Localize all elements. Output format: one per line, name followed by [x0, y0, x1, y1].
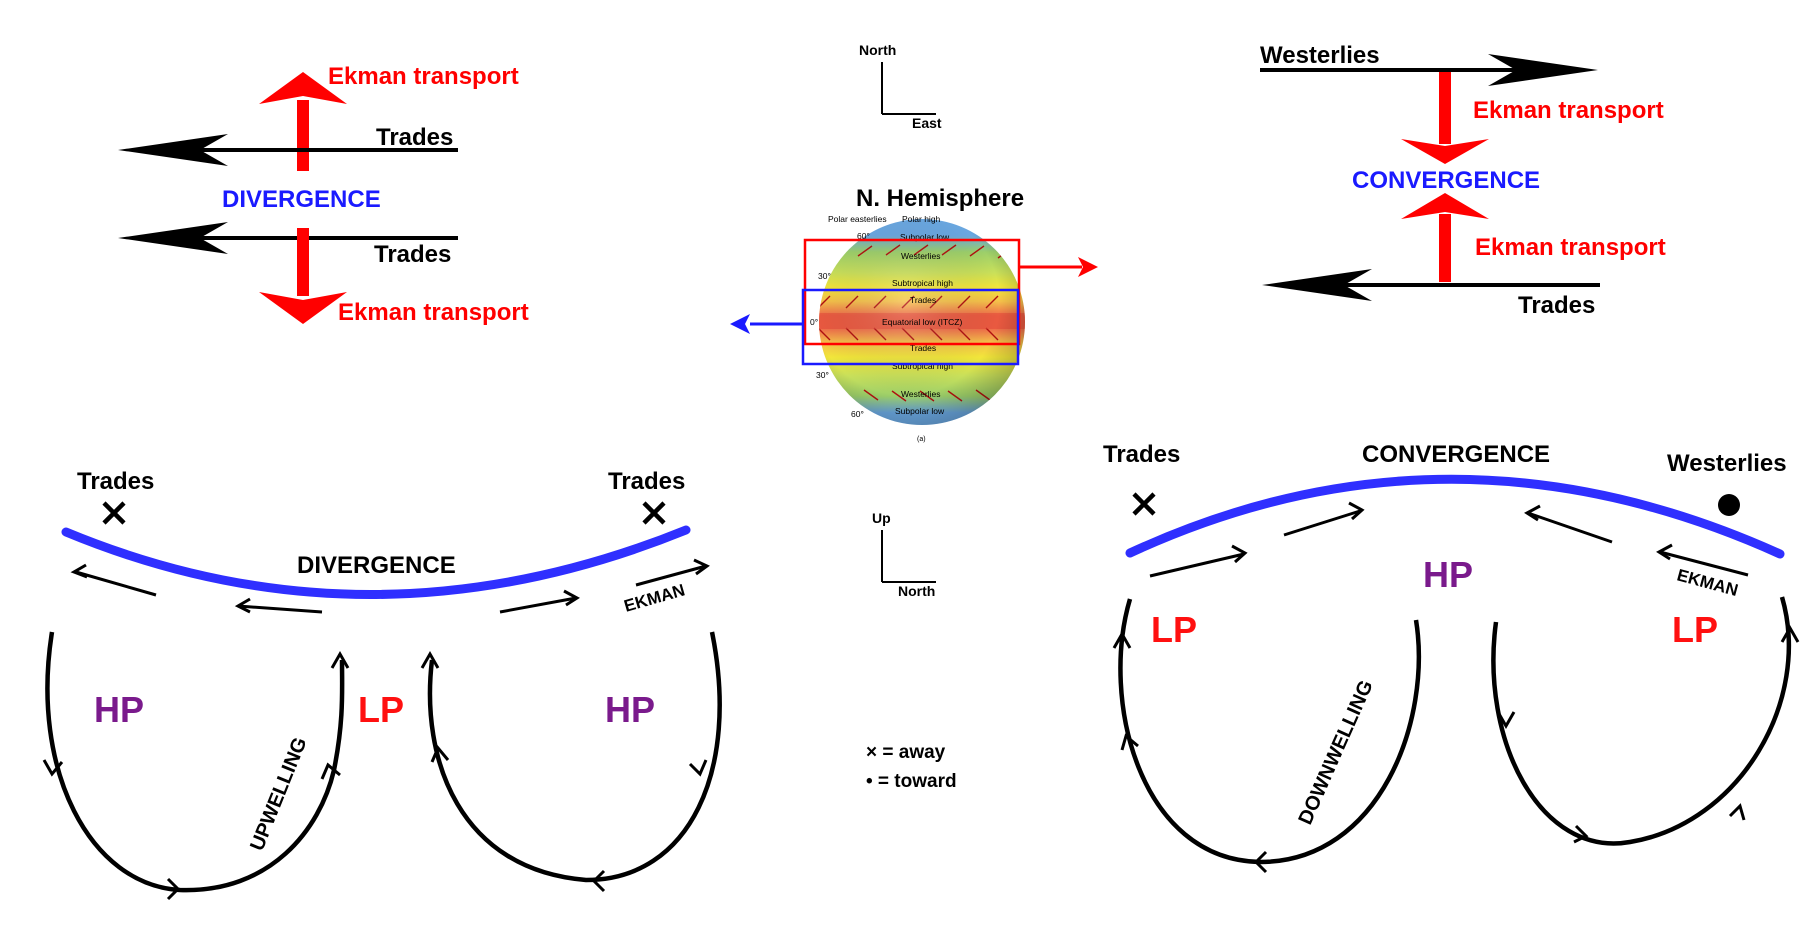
axis-north-label: North — [859, 42, 896, 58]
ekman-up-arrowhead — [259, 72, 347, 104]
bottom-left-upwelling-panel: Trades Trades DIVERGENCE EKMAN — [42, 468, 722, 901]
trades-label-bl-left: Trades — [77, 468, 154, 495]
ekman-up-shaft-right — [1439, 214, 1451, 282]
globe-westerlies-s: Westerlies — [901, 389, 941, 399]
trades-label-right: Trades — [1518, 292, 1595, 319]
up-north-axes: Up North — [872, 510, 936, 599]
sea-surface-convergence — [1125, 474, 1785, 559]
globe: Polar easterlies Polar high Subpolar low… — [730, 214, 1098, 443]
downwelling-left-loop — [1118, 598, 1422, 865]
globe-lat-0: 0° — [810, 317, 818, 327]
globe-lat-60n: 60° — [857, 231, 870, 241]
trades-label-bl-right: Trades — [608, 468, 685, 495]
lp-label-br-left: LP — [1151, 609, 1197, 650]
trades-arrowhead-right — [1262, 269, 1372, 301]
surface-ekman-arrows-left — [75, 564, 707, 614]
divergence-label-bottom: DIVERGENCE — [297, 552, 456, 579]
hp-label-bl-right: HP — [605, 689, 655, 730]
ekman-down-arrow-shaft — [297, 228, 309, 296]
surface-ekman-arrows-right — [1149, 509, 1749, 578]
ekman-down-arrowhead-right — [1401, 139, 1489, 164]
toward-marker-br — [1718, 494, 1740, 516]
globe-lat-30n: 30° — [818, 271, 831, 281]
hp-label-br: HP — [1423, 554, 1473, 595]
away-marker-br — [1132, 492, 1156, 516]
globe-subpolar-low-s: Subpolar low — [895, 406, 945, 416]
hp-label-bl-left: HP — [94, 689, 144, 730]
lp-label-br-right: LP — [1672, 609, 1718, 650]
trades-label-bottom: Trades — [374, 241, 451, 268]
trades-label-br: Trades — [1103, 441, 1180, 468]
north-east-axes: North East — [859, 42, 942, 131]
ekman-down-arrowhead — [259, 292, 347, 324]
globe-caption: (a) — [917, 436, 926, 443]
axis-east-label: East — [912, 115, 942, 131]
downwelling-label: DOWNWELLING — [1294, 677, 1377, 828]
globe-divergence-box — [801, 288, 1020, 366]
downwelling-right-loop — [1491, 596, 1792, 846]
globe-subpolar-low-n: Subpolar low — [900, 232, 950, 242]
westerlies-label-br: Westerlies — [1667, 450, 1787, 477]
westerlies-arrowhead — [1488, 54, 1598, 86]
globe-subtropical-high-s: Subtropical high — [892, 361, 953, 371]
globe-polar-easterlies: Polar easterlies — [828, 214, 887, 224]
globe-polar-high: Polar high — [902, 214, 941, 224]
ekman-transport-label-right-bottom: Ekman transport — [1475, 234, 1666, 261]
loop-direction-arrows-right — [1112, 624, 1800, 874]
ekman-transport-label-right-top: Ekman transport — [1473, 97, 1664, 124]
globe-lat-30s: 30° — [816, 370, 829, 380]
top-right-convergence-panel: Westerlies Ekman transport CONVERGENCE E… — [1260, 42, 1666, 319]
trades-arrowhead-top — [118, 134, 228, 166]
ekman-transport-label-top: Ekman transport — [328, 63, 519, 90]
left-circulation-loop — [45, 631, 345, 893]
divergence-label: DIVERGENCE — [222, 186, 381, 213]
globe-lat-60s: 60° — [851, 409, 864, 419]
globe-westerlies-n: Westerlies — [901, 251, 941, 261]
globe-subtropical-high-n: Subtropical high — [892, 278, 953, 288]
trades-label-top: Trades — [376, 124, 453, 151]
westerlies-label-top: Westerlies — [1260, 42, 1380, 69]
ekman-transport-label-bottom: Ekman transport — [338, 299, 529, 326]
axis-north-label-bottom: North — [898, 583, 935, 599]
symbol-legend: × = away • = toward — [866, 742, 957, 792]
ekman-up-arrow-shaft — [297, 100, 309, 171]
lp-label-bl: LP — [358, 689, 404, 730]
ekman-label-bottom-left: EKMAN — [622, 580, 687, 615]
axis-up-label: Up — [872, 510, 891, 526]
loop-direction-arrows-left — [42, 650, 708, 901]
away-marker-bl-right — [642, 501, 666, 525]
legend-away: × = away — [866, 742, 946, 763]
bottom-right-downwelling-panel: Trades CONVERGENCE Westerlies EKMAN — [1103, 441, 1800, 874]
convergence-label-top: CONVERGENCE — [1352, 167, 1540, 194]
ekman-down-shaft-right — [1439, 72, 1451, 144]
away-marker-bl-left — [102, 501, 126, 525]
legend-toward: • = toward — [866, 771, 957, 792]
sea-surface-divergence — [61, 525, 691, 599]
globe-title: N. Hemisphere — [856, 185, 1024, 212]
trades-arrowhead-bottom — [118, 222, 228, 254]
globe-trades-n: Trades — [910, 295, 936, 305]
ekman-up-arrowhead-right — [1401, 193, 1489, 219]
top-left-divergence-panel: Ekman transport Trades DIVERGENCE Trades… — [118, 63, 529, 326]
convergence-label-bottom: CONVERGENCE — [1362, 441, 1550, 468]
right-circulation-loop — [427, 631, 722, 883]
globe-trades-s: Trades — [910, 343, 936, 353]
globe-equatorial-low: Equatorial low (ITCZ) — [882, 317, 962, 327]
